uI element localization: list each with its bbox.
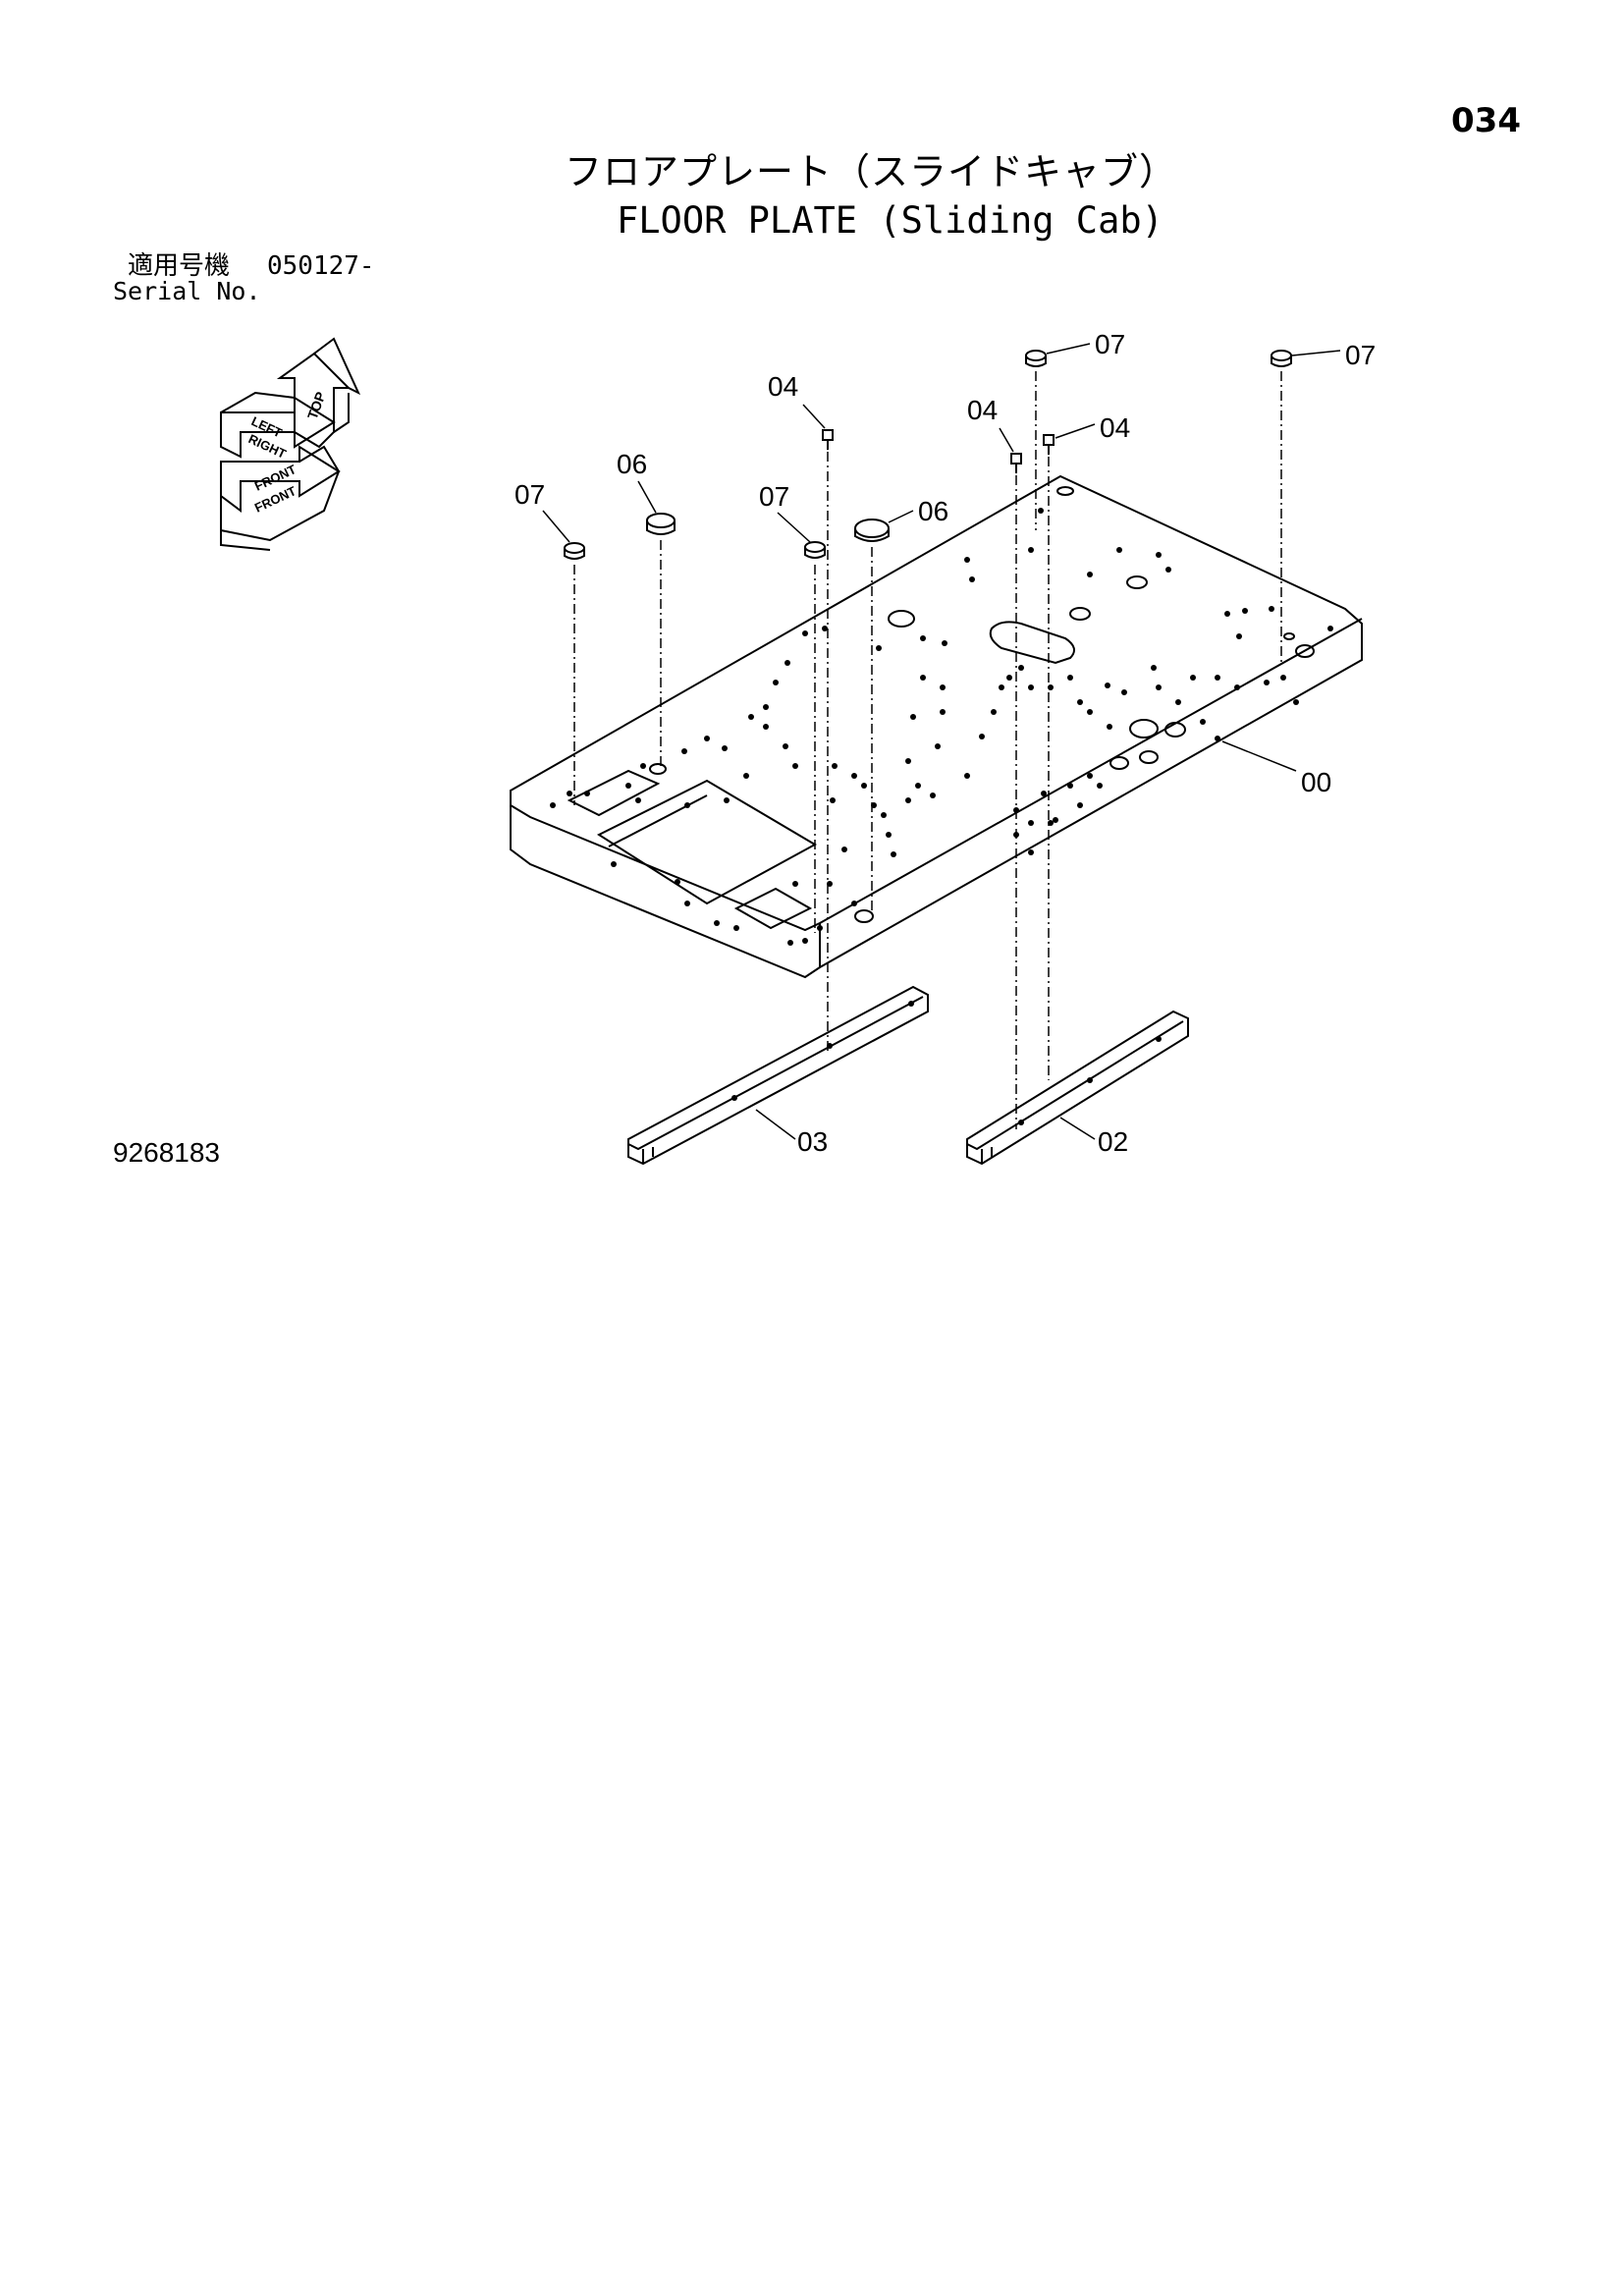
callout-02: 02 (1098, 1126, 1128, 1157)
callout-04-a: 04 (768, 371, 798, 402)
cap-07-c (1025, 350, 1047, 367)
orientation-icon: TOP LEFT RIGHT FRONT FRONT (220, 337, 361, 551)
page-number: 034 (1451, 101, 1521, 140)
serial-label-english: Serial No. (113, 277, 261, 305)
callout-07-b: 07 (759, 481, 789, 512)
callout-07-d: 07 (1345, 340, 1376, 370)
bracket-03 (627, 985, 929, 1166)
leader-lines (542, 343, 1341, 1140)
bolt-04-b (1010, 453, 1022, 473)
cap-07-b (804, 541, 826, 559)
bracket-02 (966, 1010, 1189, 1166)
callout-07-c: 07 (1095, 329, 1125, 359)
bolt-04-c (1043, 434, 1055, 455)
callout-04-c: 04 (1100, 412, 1130, 443)
floor-plate (510, 474, 1363, 979)
callout-06-b: 06 (918, 496, 948, 526)
title-english: FLOOR PLATE (Sliding Cab) (617, 199, 1163, 242)
orientation-right-label: RIGHT (246, 431, 289, 462)
cap-07-d (1271, 350, 1292, 367)
plug-06-a (646, 513, 676, 535)
drawing-number: 9268183 (113, 1137, 221, 1168)
serial-value: 050127- (267, 251, 375, 281)
cap-07-a (564, 542, 585, 560)
title-japanese: フロアプレート（スライドキャブ） (565, 150, 1178, 193)
callout-00: 00 (1301, 767, 1331, 797)
assembly-lines (573, 371, 1282, 1129)
bolt-04-a (822, 429, 834, 450)
callout-07-a: 07 (514, 479, 545, 510)
serial-label-japanese: 適用号機 (128, 251, 231, 281)
callout-03: 03 (797, 1126, 828, 1157)
callout-06-a: 06 (617, 449, 647, 479)
callout-labels: 00 02 03 04 04 04 06 06 07 07 07 07 (514, 329, 1376, 1157)
callout-04-b: 04 (967, 395, 998, 425)
plug-06-b (854, 519, 890, 542)
